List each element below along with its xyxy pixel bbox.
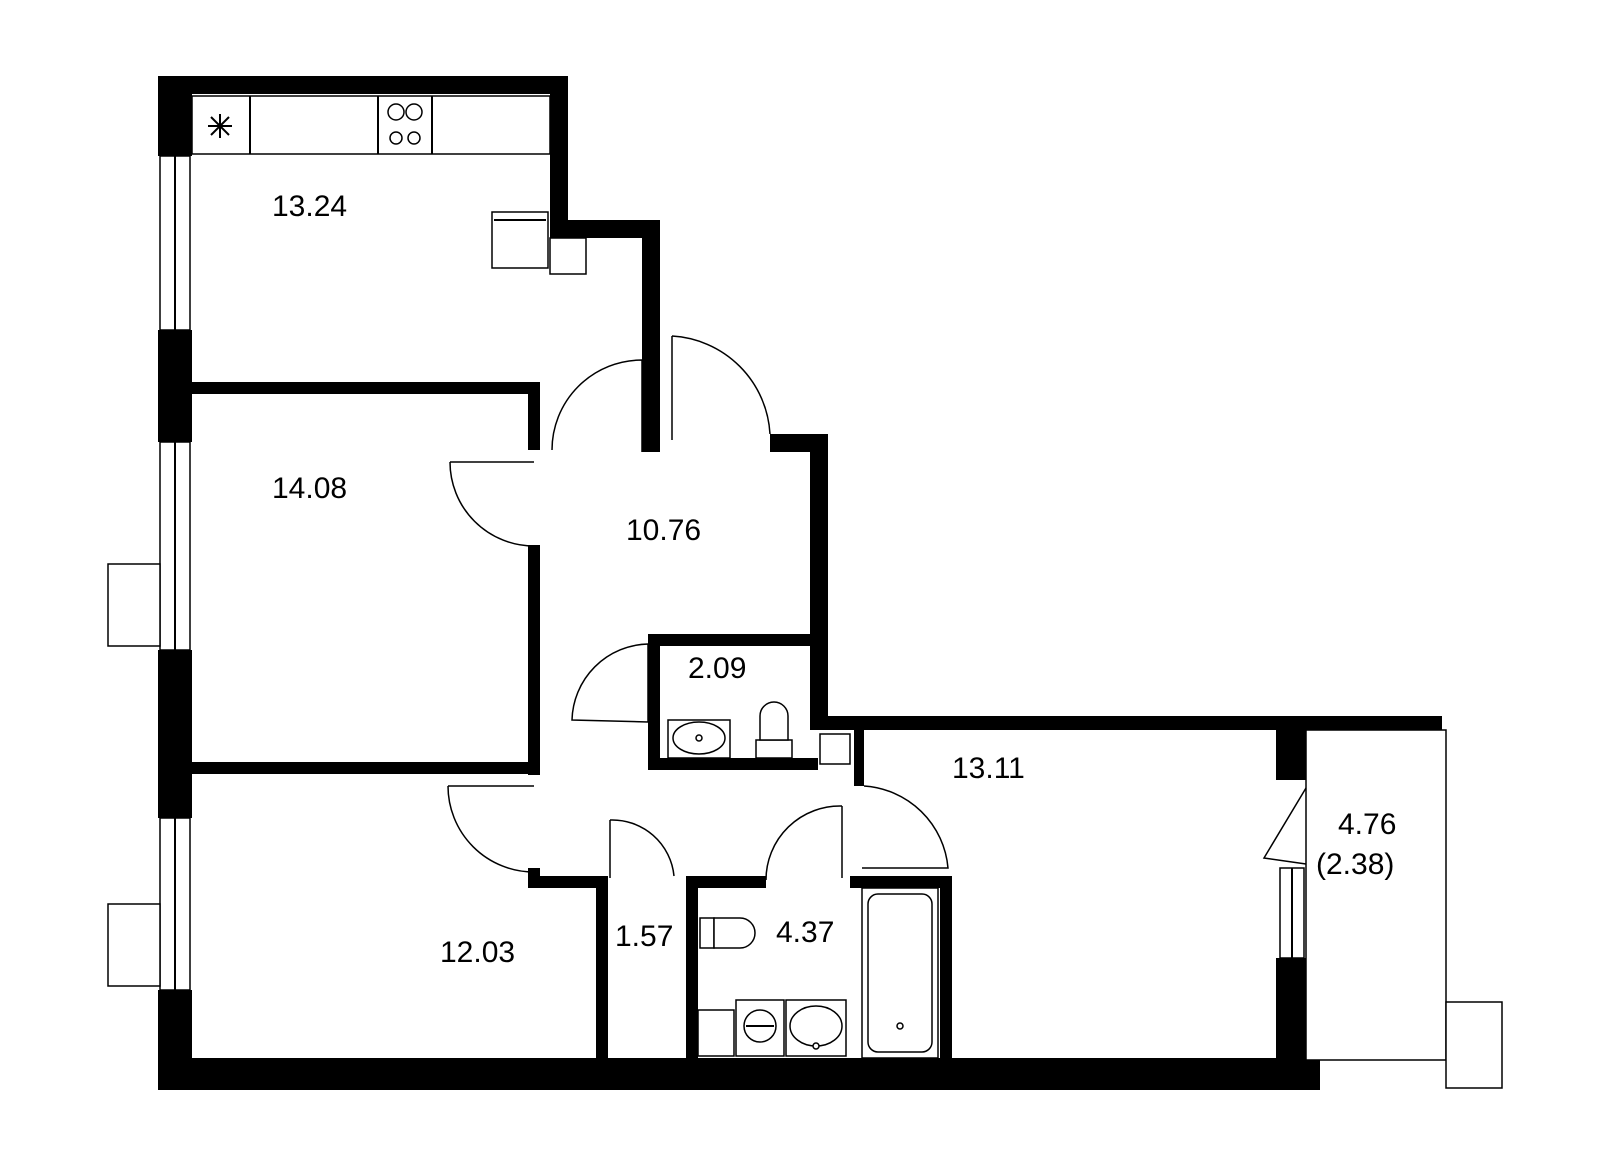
door-bedroom-top	[449, 461, 535, 547]
shaft-square	[819, 733, 851, 765]
door-wc	[571, 643, 649, 723]
area-wc: 2.09	[688, 652, 746, 685]
balcony-outline	[1305, 729, 1447, 1061]
door-kitchen	[551, 359, 643, 452]
boiler	[549, 237, 587, 275]
fridge-snowflake-icon	[208, 114, 232, 138]
bath-toilet-icon	[699, 917, 756, 949]
door-bathroom	[765, 805, 843, 881]
area-bathroom: 4.37	[776, 916, 834, 949]
door-living	[862, 785, 949, 869]
stove-icon	[387, 103, 423, 145]
kitchen-fixtures	[191, 95, 587, 275]
wc-fixtures	[667, 701, 851, 765]
area-balcony-reduced: (2.38)	[1316, 848, 1394, 881]
area-kitchen: 13.24	[272, 190, 347, 223]
area-bedroom-bottom: 12.03	[440, 936, 515, 969]
door-bedroom-bottom	[447, 785, 535, 873]
french-balcony-1	[107, 563, 161, 647]
area-living: 13.11	[952, 752, 1025, 785]
kitchen-counter	[191, 95, 551, 155]
door-hall-top	[671, 335, 771, 440]
kitchen-sink	[491, 211, 549, 269]
interior-walls	[190, 382, 952, 1062]
balcony-ledge	[1445, 1001, 1503, 1089]
area-bedroom-top: 14.08	[272, 472, 347, 505]
bathroom-fixtures	[697, 887, 939, 1059]
area-hall: 10.76	[626, 514, 701, 547]
door-balcony	[1262, 787, 1307, 865]
area-closet: 1.57	[615, 920, 673, 953]
windows	[107, 155, 1503, 1089]
wc-toilet-icon	[755, 701, 793, 759]
doors	[447, 335, 1307, 881]
door-closet	[609, 819, 675, 878]
french-balcony-2	[107, 903, 161, 987]
exterior-walls	[158, 76, 1442, 1090]
room-labels: 13.24 14.08 10.76 2.09 13.11 12.03 1.57 …	[272, 190, 1396, 969]
bath-cabinet	[697, 1009, 735, 1057]
area-balcony: 4.76	[1338, 808, 1396, 841]
